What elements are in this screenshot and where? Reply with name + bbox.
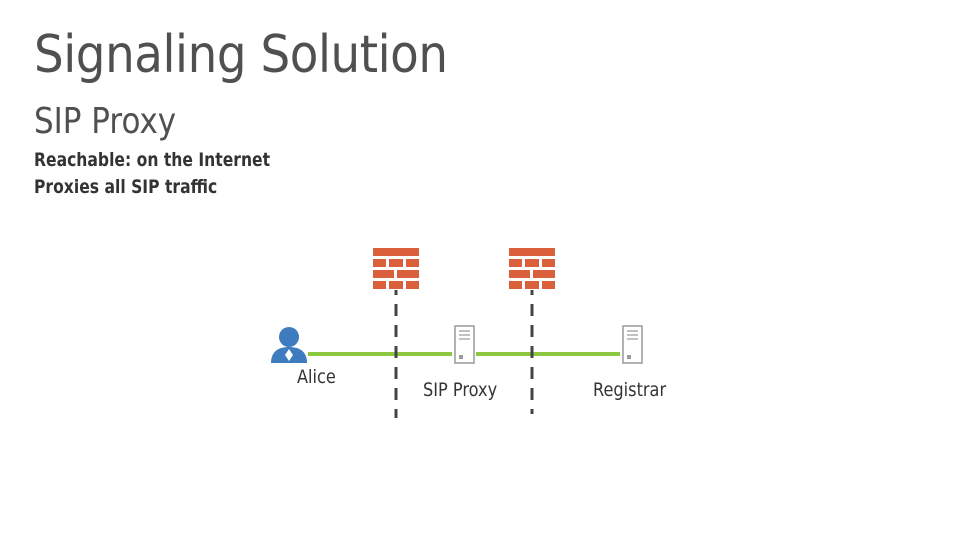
bullet-reachable: Reachable: on the Internet bbox=[34, 149, 271, 171]
node-label-alice: Alice bbox=[297, 366, 336, 388]
bullet-proxies: Proxies all SIP traffic bbox=[34, 176, 218, 198]
server-icon bbox=[454, 325, 475, 364]
node-label-registrar: Registrar bbox=[593, 379, 667, 401]
slide-subtitle: SIP Proxy bbox=[34, 101, 177, 142]
firewall-icon bbox=[509, 248, 555, 290]
server-icon bbox=[622, 325, 643, 364]
user-icon bbox=[271, 327, 307, 363]
firewall-icon bbox=[373, 248, 419, 290]
node-label-sip-proxy: SIP Proxy bbox=[423, 379, 498, 401]
slide-title: Signaling Solution bbox=[34, 25, 448, 85]
